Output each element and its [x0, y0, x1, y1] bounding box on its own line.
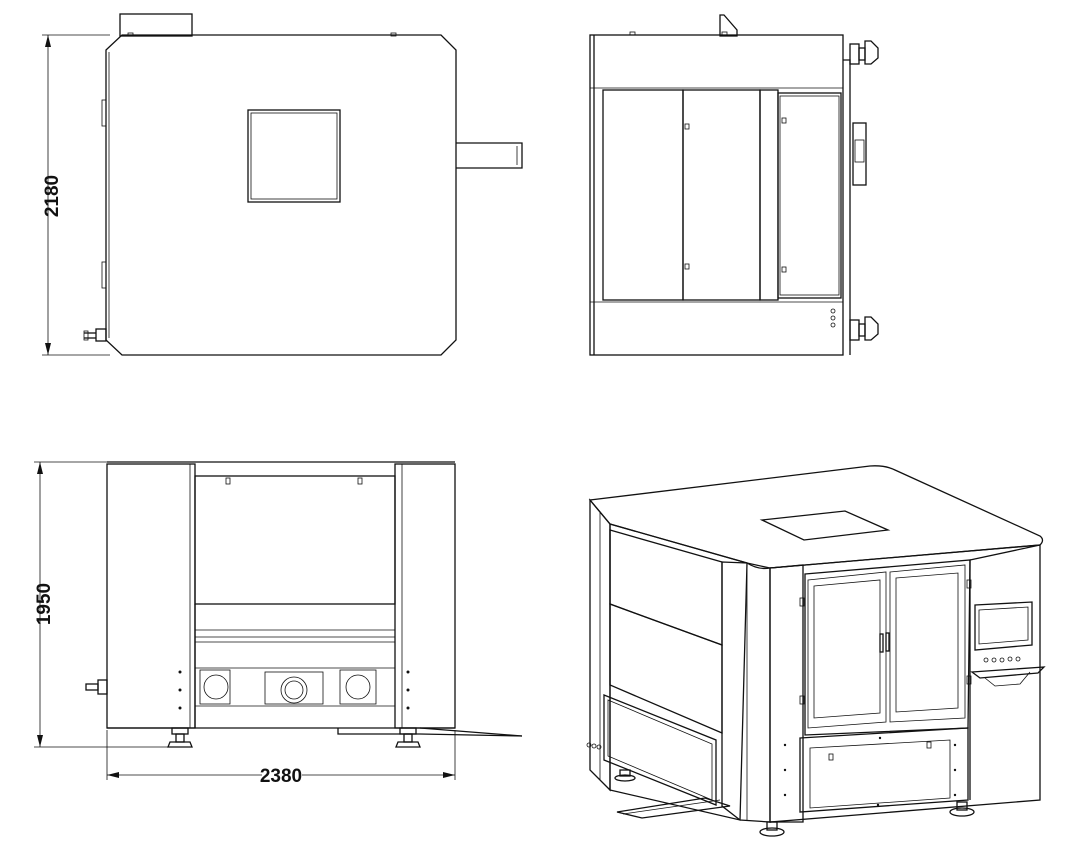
dimension-label-2180: 2180 — [42, 175, 63, 217]
iso-foot-right — [949, 801, 975, 817]
isometric-view — [586, 465, 1046, 837]
iso-foot-front — [759, 821, 785, 837]
dimension-2180: 2180 — [42, 34, 110, 356]
dimension-label-1950: 1950 — [34, 583, 55, 625]
dimension-1950: 1950 — [34, 461, 180, 748]
front-view: 1950 2380 — [34, 461, 523, 787]
side-foot-bottom — [849, 316, 879, 341]
dimension-2380: 2380 — [106, 730, 456, 787]
front-foot-left — [167, 727, 193, 748]
dimension-label-2380: 2380 — [260, 766, 302, 787]
side-foot-top — [849, 40, 879, 65]
top-view: 2180 — [42, 13, 523, 356]
side-view — [589, 14, 879, 356]
iso-foot-left — [614, 769, 636, 782]
front-foot-right — [395, 727, 421, 748]
